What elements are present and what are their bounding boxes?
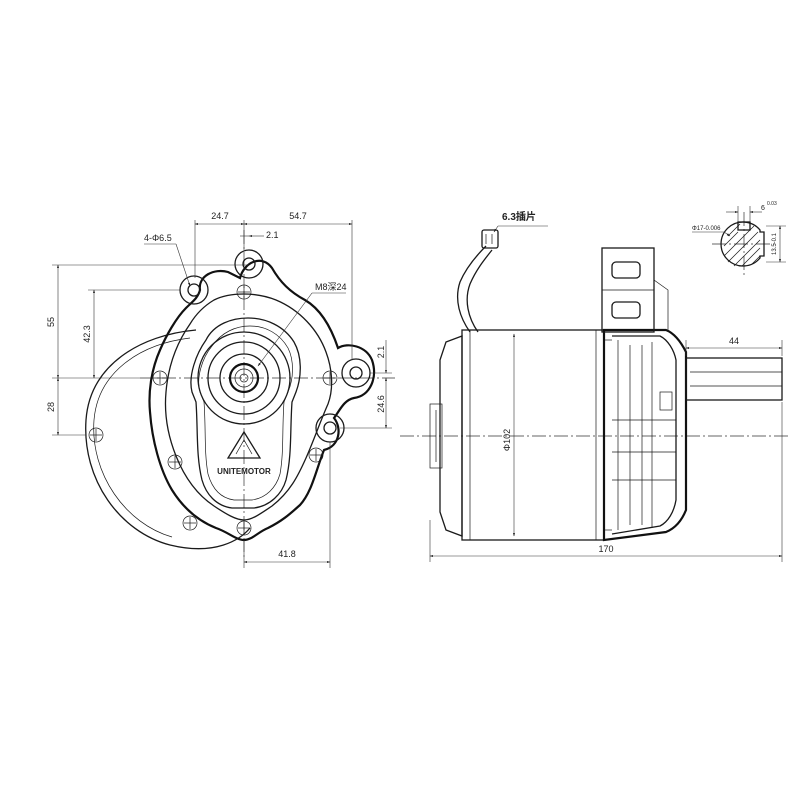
dim-44: 44 — [729, 336, 739, 346]
dim-55: 55 — [46, 317, 56, 327]
dim-28: 28 — [46, 402, 56, 412]
dim-key: 6 — [761, 205, 765, 212]
dim-102: Φ102 — [502, 429, 512, 451]
logo-text: UNITEMOTOR — [217, 467, 271, 476]
front-view: UNITEMOTOR 24.7 54.7 2.1 4-Φ6.5 M8深24 55… — [46, 211, 395, 568]
shaft-section-view: 6 0.03 Φ17-0.006 13.5-0.1 — [692, 201, 786, 276]
side-view: 6.3插片 44 Φ102 170 — [400, 210, 790, 562]
dim-54-7: 54.7 — [289, 211, 307, 221]
dim-24-7: 24.7 — [211, 211, 229, 221]
dim-shaft-diameter: Φ17-0.006 — [692, 226, 721, 232]
dim-2-1-right: 2.1 — [376, 346, 386, 359]
dim-holes: 4-Φ6.5 — [144, 233, 172, 243]
dim-24-6: 24.6 — [376, 395, 386, 413]
dim-170: 170 — [598, 544, 613, 554]
dim-key-tol: 0.03 — [767, 201, 777, 207]
unitemotor-logo: UNITEMOTOR — [217, 430, 271, 476]
connector-label: 6.3插片 — [502, 210, 536, 223]
dim-2-1-top: 2.1 — [266, 230, 279, 240]
dim-flat: 13.5-0.1 — [772, 232, 778, 255]
dim-41-8: 41.8 — [278, 549, 296, 559]
dim-42-3: 42.3 — [82, 325, 92, 343]
dim-thread: M8深24 — [315, 282, 347, 292]
